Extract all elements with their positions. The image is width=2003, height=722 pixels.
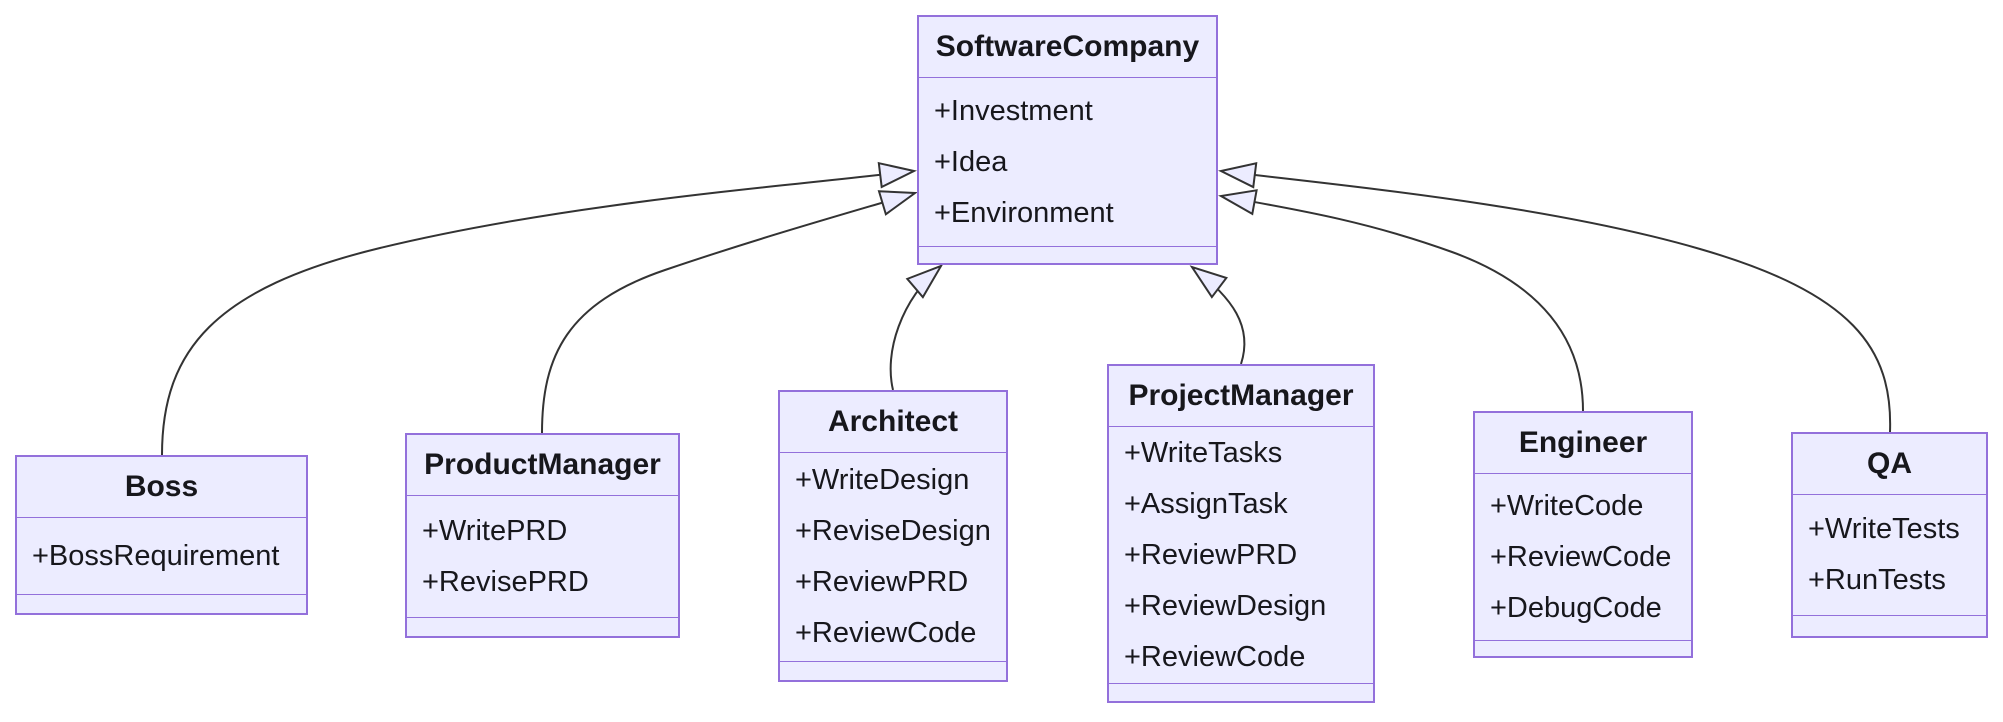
edge-projectmanager-inherits-softwarecompany (1189, 265, 1246, 365)
class-attributes: +Investment +Idea +Environment (919, 78, 1216, 246)
attribute-label: +ReviewCode (795, 617, 977, 649)
attribute-label: +ReviewCode (1490, 540, 1672, 573)
class-title: Boss (17, 457, 306, 518)
attribute-label: +ReviewPRD (1124, 538, 1298, 571)
attribute-label: +ReviewPRD (795, 566, 969, 598)
class-methods-empty (1109, 683, 1373, 701)
edge-boss-inherits-softwarecompany (161, 161, 917, 456)
edge-productmanager-inherits-softwarecompany (541, 190, 918, 434)
class-box-architect: Architect +WriteDesign +ReviseDesign +Revi… (778, 390, 1008, 682)
attribute-label: +ReviewCode (1124, 640, 1306, 673)
attribute-label: +DebugCode (1490, 591, 1662, 624)
class-box-softwarecompany: SoftwareCompany +Investment +Idea +Environ… (917, 15, 1218, 265)
attribute-label: +WritePRD (422, 514, 568, 547)
class-title: Architect (780, 392, 1006, 453)
class-box-productmanager: ProductManager +WritePRD +RevisePRD (405, 433, 680, 638)
class-title: ProjectManager (1109, 366, 1373, 427)
attribute-label: +BossRequirement (32, 539, 280, 572)
class-methods-empty (1475, 640, 1691, 656)
attribute-label: +AssignTask (1124, 487, 1288, 520)
class-box-engineer: Engineer +WriteCode +ReviewCode +DebugCode (1473, 411, 1693, 658)
edge-qa-inherits-softwarecompany (1218, 161, 1892, 433)
class-attributes: +WriteTasks +AssignTask +ReviewPRD +ReviewD… (1109, 427, 1373, 683)
class-box-projectmanager: ProjectManager +WriteTasks +AssignTask +Re… (1107, 364, 1375, 703)
attribute-label: +Investment (934, 94, 1093, 127)
class-title: SoftwareCompany (919, 17, 1216, 78)
class-attributes: +WriteDesign +ReviseDesign +ReviewPRD +Revi… (780, 453, 1006, 661)
class-attributes: +WritePRD +RevisePRD (407, 496, 678, 617)
class-attributes: +WriteTests +RunTests (1793, 495, 1986, 615)
attribute-label: +WriteCode (1490, 489, 1644, 522)
class-methods-empty (1793, 615, 1986, 636)
class-attributes: +WriteCode +ReviewCode +DebugCode (1475, 474, 1691, 640)
attribute-label: +ReviewDesign (1124, 589, 1327, 622)
edge-architect-inherits-softwarecompany (889, 264, 944, 391)
attribute-label: +WriteDesign (795, 464, 970, 496)
class-methods-empty (407, 617, 678, 636)
class-title: ProductManager (407, 435, 678, 496)
attribute-label: +Idea (934, 145, 1008, 178)
class-methods-empty (780, 661, 1006, 680)
attribute-label: +RunTests (1808, 564, 1946, 596)
class-methods-empty (17, 594, 306, 613)
class-box-qa: QA +WriteTests +RunTests (1791, 432, 1988, 638)
attribute-label: +ReviseDesign (795, 515, 991, 547)
class-attributes: +BossRequirement (17, 518, 306, 594)
attribute-label: +WriteTasks (1124, 436, 1283, 469)
edge-engineer-inherits-softwarecompany (1218, 189, 1584, 412)
attribute-label: +RevisePRD (422, 565, 589, 598)
attribute-label: +Environment (934, 196, 1114, 229)
class-box-boss: Boss +BossRequirement (15, 455, 308, 615)
class-title: Engineer (1475, 413, 1691, 474)
class-title: QA (1793, 434, 1986, 495)
class-methods-empty (919, 246, 1216, 263)
attribute-label: +WriteTests (1808, 513, 1960, 545)
